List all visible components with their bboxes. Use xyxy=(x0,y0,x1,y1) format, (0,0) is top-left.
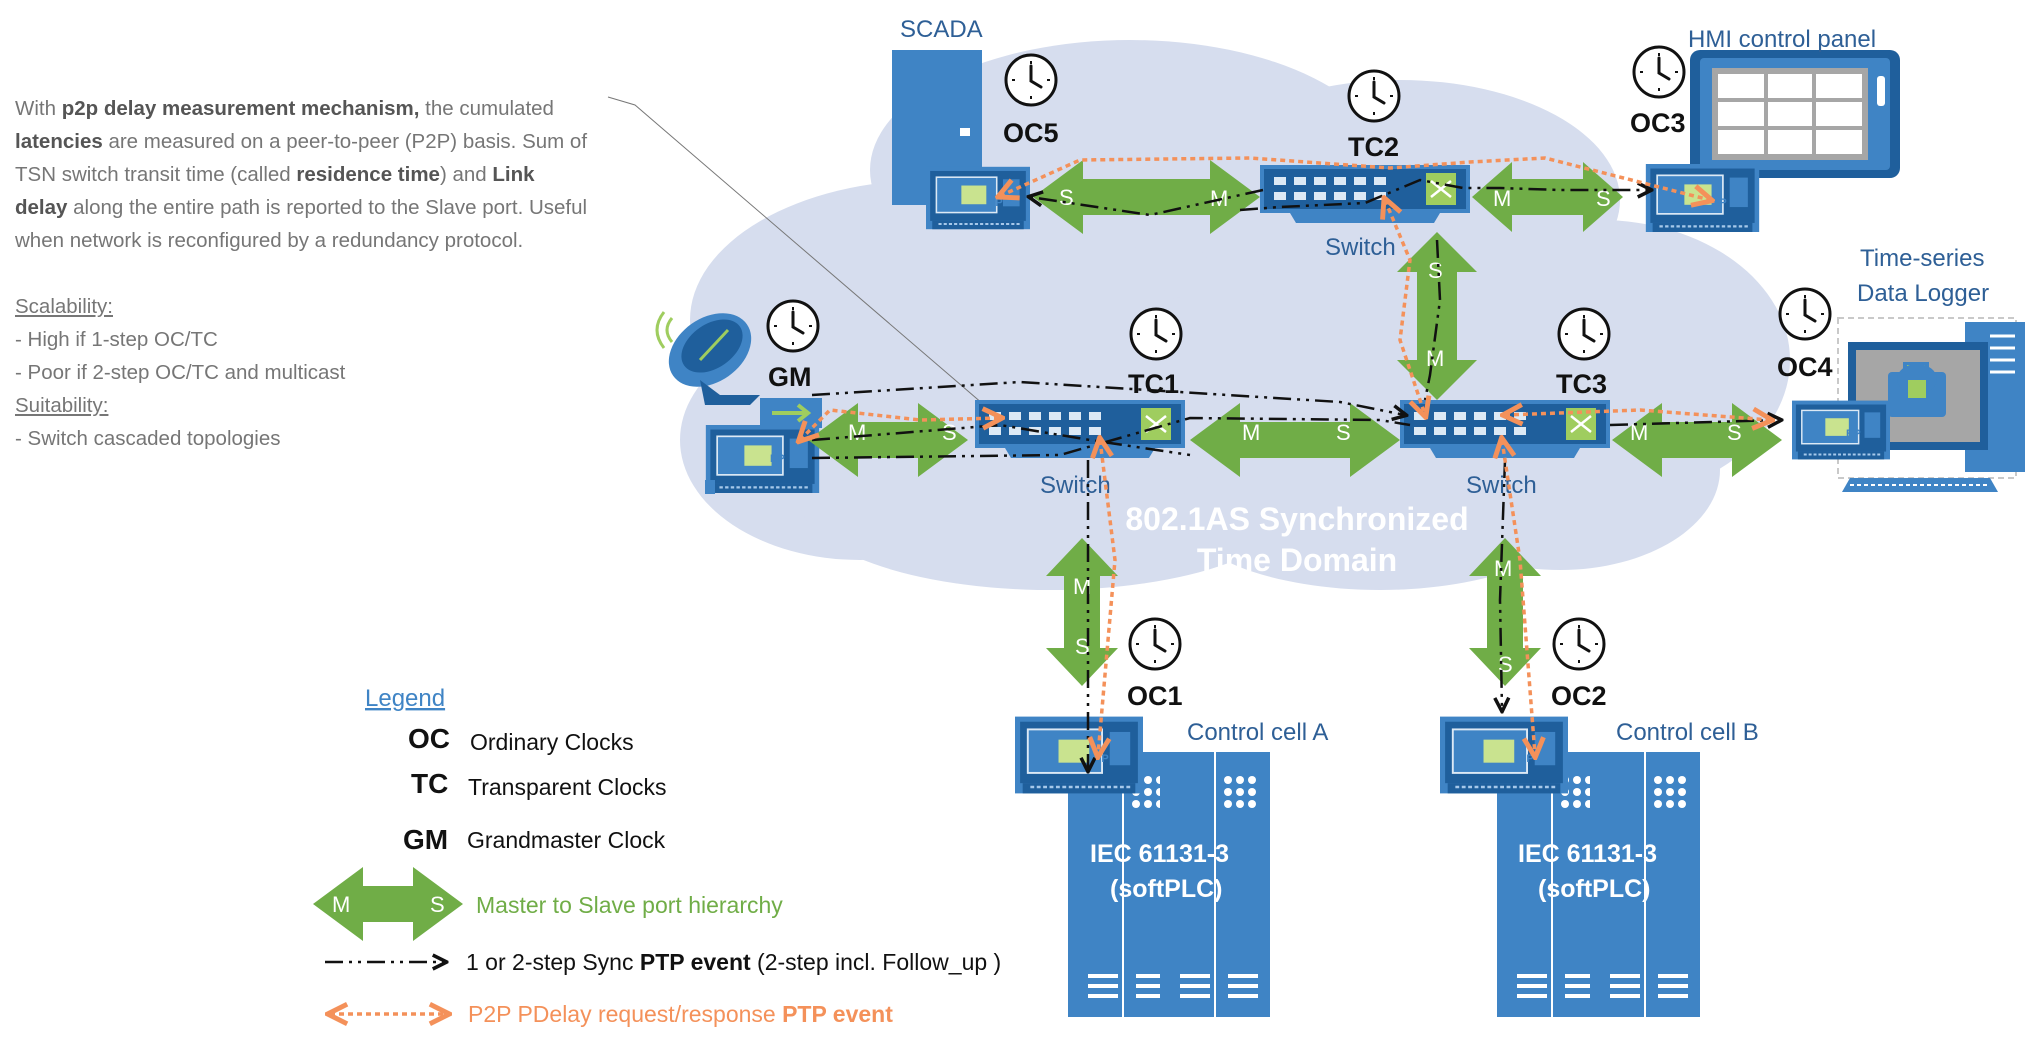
gm-nic-chip-label: EP xyxy=(770,453,785,465)
cell-b-label: Control cell B xyxy=(1616,719,1759,746)
oc2-nic xyxy=(1440,715,1568,795)
clock-label-oc5: OC5 xyxy=(1003,118,1059,148)
switch-tc2-label: Switch xyxy=(1325,234,1396,261)
oc4-chip-label: EP xyxy=(1846,428,1861,440)
plc-b-label-line1: IEC 61131-3 xyxy=(1518,840,1657,868)
suitability-item: - Switch cascaded topologies xyxy=(15,427,281,450)
plc-a-label-line2: (softPLC) xyxy=(1110,875,1222,903)
legend-oc-text: Ordinary Clocks xyxy=(470,729,634,755)
port-label-s: S xyxy=(942,420,957,445)
gm-device xyxy=(760,398,822,428)
port-label-s: S xyxy=(1428,258,1443,283)
switch-tc1-label: Switch xyxy=(1040,472,1111,499)
oc2-chip-label: EP xyxy=(1519,753,1534,765)
clock-icon-gm xyxy=(766,299,820,353)
gm-nic xyxy=(705,425,820,493)
scada-label: SCADA xyxy=(900,16,983,43)
legend-oc-abbr: OC xyxy=(408,723,450,754)
legend-gm-text: Grandmaster Clock xyxy=(467,827,666,853)
clock-icon-tc3 xyxy=(1557,307,1611,361)
port-label-m: M xyxy=(1493,186,1511,211)
port-label-s: S xyxy=(1596,186,1611,211)
legend-title: Legend xyxy=(365,685,445,712)
description-text: With p2p delay measurement mechanism, th… xyxy=(15,92,590,455)
logger-label-line2: Data Logger xyxy=(1857,280,1989,307)
legend-master-slave-arrow xyxy=(313,867,463,941)
clock-label-oc1: OC1 xyxy=(1127,681,1183,711)
logger-label-line1: Time-series xyxy=(1860,245,1984,272)
satellite-dish-icon xyxy=(655,311,760,405)
legend-tc-text: Transparent Clocks xyxy=(468,774,667,800)
scalability-heading: Scalability: xyxy=(15,295,113,318)
legend-ms-m: M xyxy=(332,892,350,917)
legend-ms-s: S xyxy=(430,892,445,917)
oc1-chip-label: EP xyxy=(1094,753,1109,765)
clock-icon-oc2 xyxy=(1552,617,1606,671)
port-label-m: M xyxy=(1073,574,1091,599)
clock-label-tc2: TC2 xyxy=(1348,132,1399,162)
oc3-chip-label: EP xyxy=(1712,197,1727,209)
clock-label-oc4: OC4 xyxy=(1777,352,1833,382)
clock-icon-oc4 xyxy=(1778,287,1832,341)
scalability-item: - Poor if 2-step OC/TC and multicast xyxy=(15,361,346,384)
oc5-chip-label: EP xyxy=(988,197,1003,209)
switch-tc3-label: Switch xyxy=(1466,472,1537,499)
port-label-m: M xyxy=(848,420,866,445)
clock-label-oc2: OC2 xyxy=(1551,681,1607,711)
cloud-title-line2: Time Domain xyxy=(1197,542,1397,578)
clock-icon-tc1 xyxy=(1129,307,1183,361)
port-label-m: M xyxy=(1242,420,1260,445)
port-label-s: S xyxy=(1727,420,1742,445)
clock-label-tc3: TC3 xyxy=(1556,369,1607,399)
cell-a-label: Control cell A xyxy=(1187,719,1328,746)
scalability-item: - High if 1-step OC/TC xyxy=(15,328,218,351)
pdelay-event-paths xyxy=(800,156,1770,755)
legend-gm-abbr: GM xyxy=(403,824,448,855)
clock-label-tc1: TC1 xyxy=(1128,369,1179,399)
oc5-nic xyxy=(926,165,1030,231)
switch-tc2 xyxy=(1260,165,1470,225)
clock-icon-tc2 xyxy=(1347,69,1401,123)
plc-b-label-line2: (softPLC) xyxy=(1538,875,1650,903)
port-label-m: M xyxy=(1426,346,1444,371)
port-label-s: S xyxy=(1075,634,1090,659)
suitability-heading: Suitability: xyxy=(15,394,109,417)
legend: Legend OC Ordinary Clocks TC Transparent… xyxy=(313,685,1001,1027)
legend-pdelay-text: P2P PDelay request/response PTP event xyxy=(468,1001,893,1027)
ms-link-tc1-tc3 xyxy=(1190,403,1400,477)
oc1-nic xyxy=(1015,715,1143,795)
clock-icon-oc3 xyxy=(1632,45,1686,99)
clock-label-gm: GM xyxy=(768,362,812,392)
clock-icon-oc5 xyxy=(1004,53,1058,107)
port-label-s: S xyxy=(1059,185,1074,210)
cloud-title-line1: 802.1AS Synchronized xyxy=(1125,501,1468,537)
callout-leader-line xyxy=(607,96,991,411)
legend-ms-text: Master to Slave port hierarchy xyxy=(476,892,783,918)
port-label-m: M xyxy=(1494,556,1512,581)
data-logger-pc xyxy=(1837,317,2025,492)
plc-a-label-line1: IEC 61131-3 xyxy=(1090,840,1229,868)
oc4-nic xyxy=(1792,400,1890,460)
clock-label-oc3: OC3 xyxy=(1630,108,1686,138)
port-label-s: S xyxy=(1336,420,1351,445)
legend-sync-text: 1 or 2-step Sync PTP event (2-step incl.… xyxy=(466,949,1001,975)
clock-icon-oc1 xyxy=(1128,617,1182,671)
hmi-label: HMI control panel xyxy=(1688,26,1876,53)
hmi-panel xyxy=(1690,50,1900,178)
legend-tc-abbr: TC xyxy=(411,768,448,799)
description-intro: With p2p delay measurement mechanism, th… xyxy=(15,97,588,252)
